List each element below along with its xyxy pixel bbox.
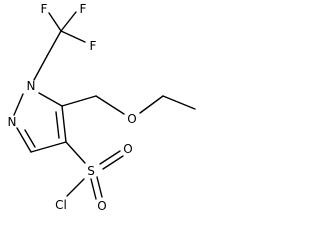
bond-c3-c4 (30, 141, 67, 153)
bond-ch2-n1 (33, 55, 48, 81)
bond-s-o1-a (99, 150, 121, 165)
bond-c-f1 (48, 12, 62, 32)
bond-c-f2 (60, 11, 77, 32)
bond-s-o2-b (96, 176, 103, 198)
bond-n1-c5 (38, 92, 63, 107)
bonds (13, 11, 196, 200)
bond-c4-c5-double (55, 111, 60, 139)
bond-s-o2-a (90, 178, 97, 200)
bond-n2-c3 (16, 127, 32, 153)
bond-n1-n2 (13, 93, 24, 116)
bond-ch2-o (95, 95, 125, 115)
atom-n2: N (8, 115, 17, 129)
atom-cl: Cl (55, 198, 67, 212)
bond-s-o1-b (102, 155, 124, 170)
atom-f2: F (80, 2, 87, 16)
bond-c4-s (65, 141, 86, 164)
atom-f3: F (90, 39, 97, 53)
bond-c5-ch2 (61, 95, 97, 107)
atom-o-s1: O (123, 142, 132, 156)
bond-c-f3 (60, 30, 86, 43)
atom-o-ether: O (127, 112, 136, 126)
bond-n2-c3-double (24, 129, 36, 148)
atom-f1: F (41, 2, 48, 16)
atom-o-s2: O (97, 199, 106, 213)
atom-s: S (87, 164, 95, 178)
bond-ch2-ch3 (162, 95, 196, 110)
bond-s-cl (66, 178, 85, 197)
atom-labels: F F F N N O S O O Cl (8, 2, 137, 213)
bond-cf3-ch2 (46, 30, 62, 57)
bond-o-ch2 (139, 95, 164, 114)
chemical-structure-diagram: F F F N N O S O O Cl (8, 2, 196, 213)
atom-n1: N (27, 79, 36, 93)
bond-c4-c5 (61, 105, 67, 143)
